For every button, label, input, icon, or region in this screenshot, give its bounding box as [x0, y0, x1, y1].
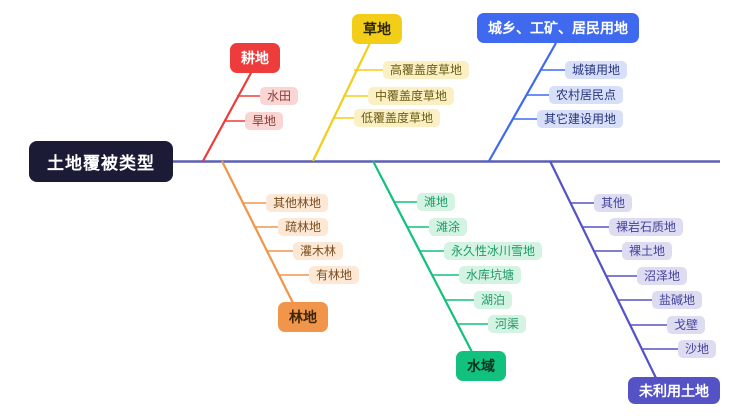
branch-line-unused: [549, 160, 657, 379]
node-lake[interactable]: 湖泊: [474, 291, 513, 309]
node-dry-land[interactable]: 旱地: [245, 112, 284, 130]
branch-grassland[interactable]: 草地: [352, 14, 402, 44]
node-low-coverage-grassland[interactable]: 低覆盖度草地: [354, 109, 441, 127]
node-saline-alkali-land[interactable]: 盐碱地: [652, 291, 703, 309]
node-shrubland[interactable]: 灌木林: [293, 242, 344, 260]
node-marshland[interactable]: 沼泽地: [637, 267, 688, 285]
branch-line-cultivated: [202, 70, 253, 162]
node-other[interactable]: 其他: [594, 194, 633, 212]
node-gobi[interactable]: 戈壁: [667, 316, 706, 334]
node-paddy-field[interactable]: 水田: [260, 87, 299, 105]
branch-line-urban: [488, 42, 557, 162]
branch-line-grassland: [312, 42, 371, 162]
node-sandy-land[interactable]: 沙地: [678, 340, 717, 358]
node-reservoir-pond[interactable]: 水库坑塘: [459, 266, 522, 284]
node-beach-land[interactable]: 滩地: [417, 193, 456, 211]
branch-line-water: [372, 160, 473, 353]
node-rural-settlement[interactable]: 农村居民点: [549, 86, 624, 104]
branch-unused-land[interactable]: 未利用土地: [628, 377, 720, 404]
node-permanent-glacier-snow[interactable]: 永久性冰川雪地: [444, 242, 543, 260]
branch-line-forest: [221, 160, 294, 304]
branch-forest-land[interactable]: 林地: [278, 302, 328, 332]
branch-water-area[interactable]: 水域: [456, 351, 506, 381]
node-tidal-flat[interactable]: 滩涂: [429, 218, 468, 236]
node-medium-coverage-grassland[interactable]: 中覆盖度草地: [368, 87, 455, 105]
node-other-construction-land[interactable]: 其它建设用地: [537, 110, 624, 128]
node-bare-soil[interactable]: 裸土地: [622, 242, 673, 260]
branch-urban-industrial-residential[interactable]: 城乡、工矿、居民用地: [477, 13, 639, 43]
node-forested-land[interactable]: 有林地: [309, 266, 360, 284]
node-bare-rock[interactable]: 裸岩石质地: [609, 218, 684, 236]
node-sparse-forest[interactable]: 疏林地: [278, 218, 329, 236]
node-river-channel[interactable]: 河渠: [488, 315, 527, 333]
node-other-forest-land[interactable]: 其他林地: [266, 194, 329, 212]
root-node[interactable]: 土地覆被类型: [29, 141, 173, 182]
node-urban-land[interactable]: 城镇用地: [565, 61, 628, 79]
node-high-coverage-grassland[interactable]: 高覆盖度草地: [383, 61, 470, 79]
branch-cultivated-land[interactable]: 耕地: [230, 43, 280, 73]
